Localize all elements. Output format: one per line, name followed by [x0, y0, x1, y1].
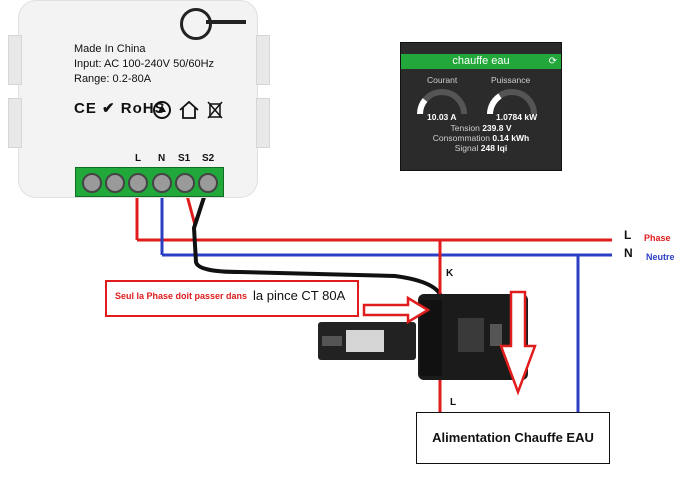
- terminal-label-s1: S1: [178, 153, 191, 164]
- terminal-screw: [82, 173, 102, 193]
- neutral-label: Neutre: [646, 252, 675, 262]
- signal-row: Signal 248 lqi: [454, 143, 508, 153]
- hook-bar: [206, 20, 246, 24]
- range-spec-text: Range: 0.2-80A: [74, 73, 152, 85]
- clamp-l-label: L: [450, 397, 457, 408]
- terminal-screw: [152, 173, 172, 193]
- module-left-ear: [8, 98, 22, 148]
- gauge-value-courant: 10.03 A: [427, 112, 457, 122]
- load-box: Alimentation Chauffe EAU: [416, 412, 610, 464]
- instruction-note: Seul la Phase doit passer dans la pince …: [105, 280, 359, 317]
- terminal-screw: [128, 173, 148, 193]
- consommation-row: Consommation 0.14 kWh: [432, 133, 530, 143]
- down-arrow: [499, 290, 537, 396]
- module-left-ear: [8, 35, 22, 85]
- weee-bin-icon: [207, 101, 223, 119]
- right-arrow: [362, 295, 431, 325]
- note-red-text: Seul la Phase doit passer dans: [115, 291, 248, 301]
- terminal-screw: [198, 173, 218, 193]
- energy-widget: chauffe eau ⟳ Courant Puissance 10.03 A …: [400, 42, 562, 171]
- s2-wire: [191, 187, 444, 301]
- note-black-text: la pince CT 80A: [253, 288, 346, 303]
- gauge-label-puissance: Puissance: [491, 75, 531, 85]
- gauge-value-puissance: 1.0784 kW: [496, 112, 538, 122]
- widget-header: chauffe eau ⟳: [401, 54, 561, 69]
- terminal-screw: [105, 173, 125, 193]
- module-right-ear: [256, 35, 270, 85]
- gauge-puissance: [487, 89, 537, 115]
- tension-row: Tension 239.8 V: [450, 123, 512, 133]
- terminal-block: [75, 167, 224, 197]
- widget-title: chauffe eau: [452, 55, 510, 67]
- clamp-k-label: K: [446, 268, 454, 279]
- terminal-label-s2: S2: [202, 153, 215, 164]
- module-right-ear: [256, 98, 270, 148]
- neutral-letter: N: [624, 246, 633, 260]
- load-label: Alimentation Chauffe EAU: [432, 430, 594, 445]
- terminal-label-l: L: [135, 153, 142, 164]
- phase-label: Phase: [644, 233, 671, 243]
- home-icon: [179, 100, 199, 119]
- recycle-icon: [153, 101, 171, 119]
- ct-clamp: [318, 294, 528, 380]
- made-in-text: Made In China: [74, 43, 146, 55]
- phase-letter: L: [624, 228, 632, 242]
- gauge-courant: [416, 89, 467, 115]
- certification-marks: CE ✔ RoHS: [74, 100, 166, 117]
- terminal-label-n: N: [158, 153, 166, 164]
- input-spec-text: Input: AC 100-240V 50/60Hz: [74, 58, 215, 70]
- gauge-label-courant: Courant: [427, 75, 458, 85]
- energy-meter-module: [18, 0, 258, 198]
- hook-icon: [180, 8, 212, 40]
- refresh-icon[interactable]: ⟳: [548, 56, 557, 67]
- terminal-screw: [175, 173, 195, 193]
